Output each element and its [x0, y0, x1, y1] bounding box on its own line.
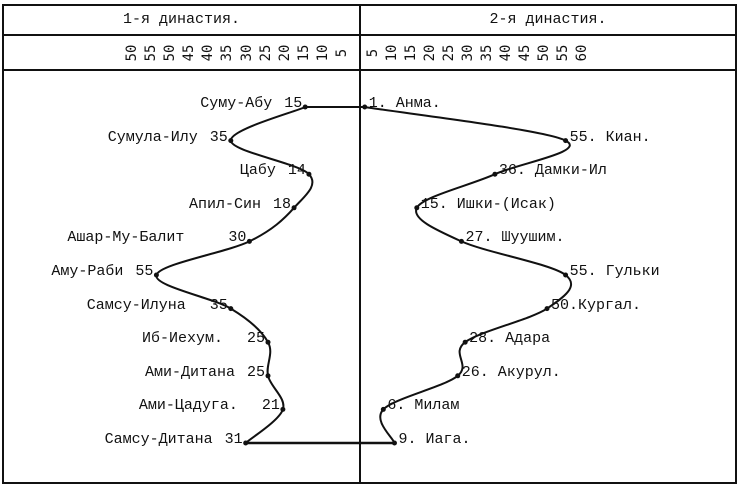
right-axis-tick: 25 [441, 44, 457, 62]
ruler-label: 1. Анма. [368, 95, 441, 112]
ruler-label: 15. Ишки-(Исак) [420, 195, 556, 213]
reign-years: 55 [135, 263, 154, 280]
dynasty-1-point [228, 306, 234, 312]
left-axis-tick: 5 [334, 48, 350, 58]
ruler-name: Апил-Син [189, 195, 262, 213]
right-axis-tick: 45 [517, 44, 533, 62]
dynasty-2-point [492, 171, 498, 177]
dynasty-2-point [544, 306, 550, 312]
ruler-name: Ашар-Му-Балит [67, 229, 185, 247]
dynasty-2-point [462, 339, 468, 345]
dynasty-2-point [455, 373, 461, 379]
right-axis-tick: 35 [479, 44, 495, 62]
dynasty-2-point [362, 104, 368, 110]
ruler-label: 27. Шуушим. [465, 229, 565, 247]
left-axis-tick: 15 [295, 44, 312, 62]
ruler-label: 55. Гульки [569, 263, 660, 280]
right-axis-tick: 5 [365, 48, 381, 58]
ruler-name: Сумула-Илу [107, 128, 198, 146]
reign-years: 25 [246, 363, 265, 381]
dynasty-1-point [265, 373, 271, 379]
reign-years: 21 [261, 397, 280, 415]
left-axis-tick: 25 [257, 44, 274, 62]
ruler-label: 55. Киан. [569, 128, 651, 146]
reign-years: 30 [228, 229, 247, 247]
ruler-label: 28. Адара [469, 330, 551, 348]
reign-years: 35 [209, 296, 228, 314]
reign-years: 31 [224, 431, 243, 448]
dynasty-2-point [380, 406, 386, 412]
dynasty-1-point [302, 104, 308, 110]
left-axis-tick: 55 [143, 44, 159, 62]
left-axis-tick: 50 [162, 44, 179, 62]
ruler-label: 36. Дамки-Ил [498, 162, 607, 180]
dynasty-2-point [458, 238, 464, 244]
ruler-name: Самсу-Илуна [86, 296, 186, 314]
dynasty-2-point [391, 440, 397, 446]
dynasty-1-point [153, 272, 159, 278]
right-axis-tick: 30 [460, 44, 476, 62]
ruler-label: 9. Иага. [398, 431, 471, 448]
dynasty-1-curve [155, 106, 314, 444]
ruler-label: 26. Акурул. [461, 363, 561, 381]
left-axis-tick: 10 [314, 44, 331, 62]
ruler-name: Самсу-Дитана [104, 431, 213, 448]
dynasty-1-point [280, 406, 286, 412]
left-axis-tick: 35 [219, 44, 236, 62]
left-axis-tick: 45 [181, 44, 198, 62]
ruler-name: Цабу [239, 162, 276, 180]
right-axis-tick: 55 [555, 44, 571, 62]
reign-years: 25 [246, 330, 265, 348]
ruler-name: Ами-Цадуга. [138, 397, 238, 415]
left-axis-tick: 20 [276, 44, 293, 62]
right-axis-tick: 40 [498, 44, 514, 62]
ruler-name: Суму-Абу [200, 95, 273, 112]
dynasty-2-curve [364, 106, 573, 444]
reign-years: 15 [284, 95, 303, 112]
header-dynasty-2: 2-я династия. [489, 11, 607, 28]
ruler-name: Аму-Раби [51, 263, 124, 280]
dynasty-2-point [414, 205, 420, 211]
left-axis-tick: 50 [123, 44, 140, 62]
dynasty-1-point [243, 440, 249, 446]
ruler-label: 50.Кургал. [551, 296, 642, 314]
dynasty-1-point [291, 205, 297, 211]
reign-years: 35 [209, 128, 228, 146]
dynasty-1-point [246, 238, 252, 244]
dynasty-1-point [265, 339, 271, 345]
reign-years: 14 [287, 162, 306, 180]
header-dynasty-1: 1-я династия. [122, 11, 241, 28]
left-axis-tick: 30 [238, 44, 255, 62]
dynasty-2-point [563, 272, 569, 278]
right-axis-tick: 10 [384, 44, 400, 62]
dynasty-1-point [306, 171, 312, 177]
right-axis-tick: 20 [422, 44, 438, 62]
ruler-label: 6. Милам [387, 397, 460, 415]
dynasty-2-point [563, 138, 569, 144]
right-axis-tick: 15 [403, 44, 419, 62]
ruler-name: Ами-Дитана [144, 363, 235, 381]
dynasty-1-point [228, 138, 234, 144]
outer-frame [2, 4, 737, 484]
right-axis-tick: 50 [536, 44, 552, 62]
reign-years: 18 [273, 195, 292, 213]
left-axis-tick: 40 [200, 44, 217, 62]
ruler-name: Иб-Иехум. [141, 330, 223, 348]
right-axis-tick: 60 [574, 44, 590, 62]
